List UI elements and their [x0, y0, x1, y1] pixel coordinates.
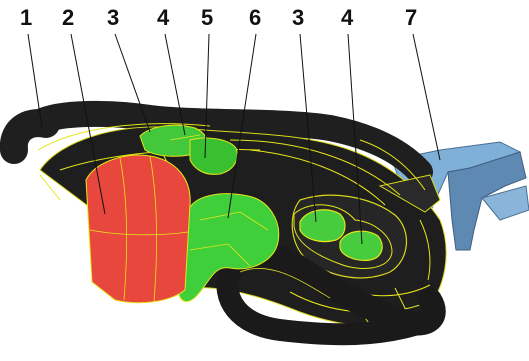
callout-1: 1: [20, 7, 32, 29]
callout-6: 6: [249, 7, 261, 29]
callout-2: 2: [62, 7, 74, 29]
callout-4-right: 4: [341, 7, 353, 29]
callout-5: 5: [201, 7, 213, 29]
callout-7: 7: [405, 7, 417, 29]
callout-4-left: 4: [157, 7, 169, 29]
leader-7: [413, 34, 440, 160]
red-part: [86, 155, 190, 303]
callout-3-right: 3: [292, 7, 304, 29]
callout-3-left: 3: [107, 7, 119, 29]
